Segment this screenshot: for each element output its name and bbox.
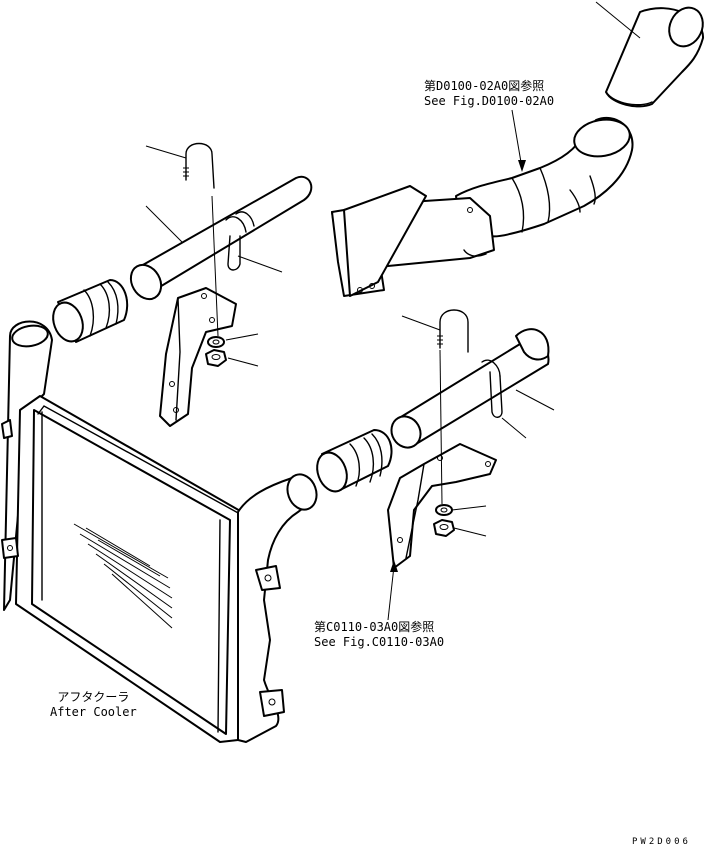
reference-bottom: 第C0110-03A0図参照 See Fig.C0110-03A0 <box>314 620 444 650</box>
left-hose <box>52 279 129 343</box>
reference-bottom-en: See Fig.C0110-03A0 <box>314 635 445 649</box>
duct-bracket <box>331 185 495 297</box>
left-pipe <box>129 175 313 301</box>
right-hose <box>316 429 393 493</box>
intake-pipe <box>455 117 634 238</box>
right-u-bolt <box>437 309 469 353</box>
after-cooler-label-en: After Cooler <box>50 705 137 719</box>
after-cooler <box>1 320 318 743</box>
drawing-code: PW2D006 <box>632 837 691 847</box>
right-washer-nut <box>433 504 455 537</box>
reference-top: 第D0100-02A0図参照 See Fig.D0100-02A0 <box>424 79 554 109</box>
upper-elbow-pipe <box>605 6 705 108</box>
reference-bottom-jp: 第C0110-03A0図参照 <box>314 620 435 634</box>
right-pipe <box>390 328 550 449</box>
reference-arrows <box>387 109 526 621</box>
right-bracket <box>387 443 497 569</box>
reference-top-en: See Fig.D0100-02A0 <box>424 94 555 108</box>
after-cooler-label-jp: アフタクーラ <box>57 690 130 704</box>
leader-lines <box>145 1 641 537</box>
reference-top-jp: 第D0100-02A0図参照 <box>424 79 545 93</box>
after-cooler-label: アフタクーラ After Cooler <box>50 690 137 720</box>
left-u-bolt <box>183 142 215 189</box>
left-washer-nut <box>205 336 227 367</box>
